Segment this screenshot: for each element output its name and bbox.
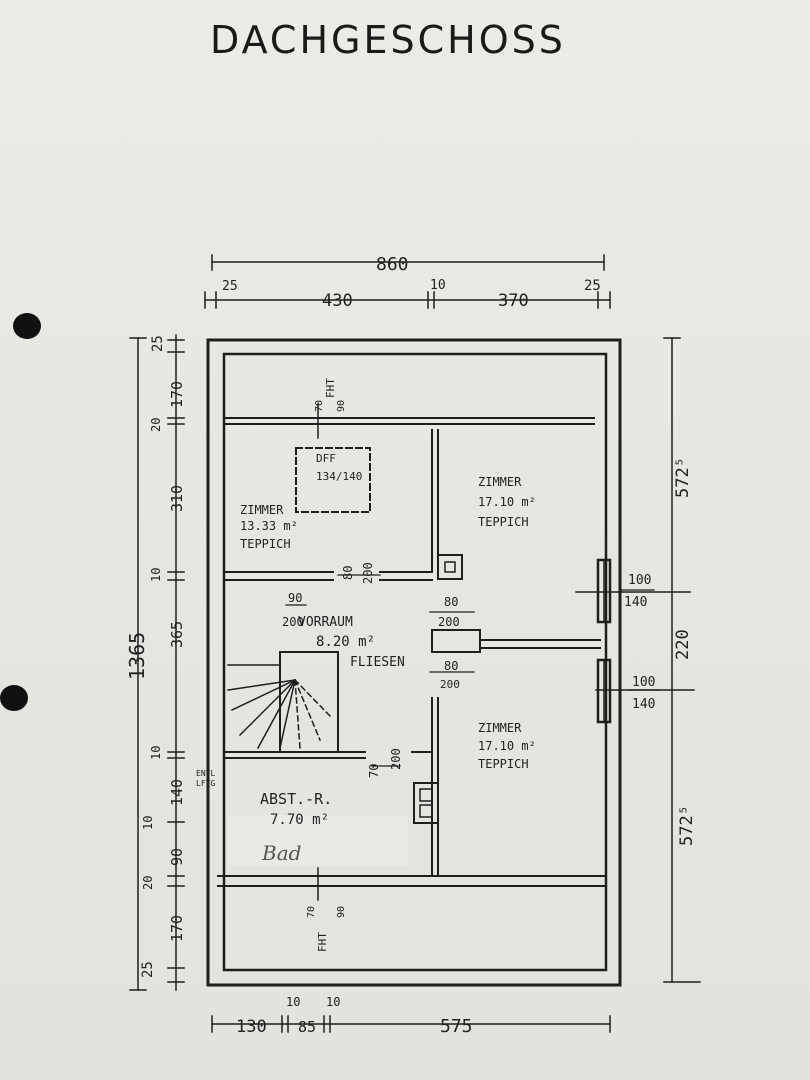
dim-right-middle: 220	[673, 629, 693, 660]
fht-bottom-width: 70	[306, 906, 317, 918]
chimney-lower-flue-1	[419, 788, 433, 802]
dim-top-wall: 10	[430, 278, 446, 293]
door-abst-width: 70	[367, 764, 381, 778]
dim-top-right-margin: 25	[584, 278, 601, 294]
window-upper-width: 100	[628, 573, 651, 588]
skylight-label: DFF	[316, 452, 336, 465]
dim-left-170-top: 170	[168, 381, 186, 408]
door-zr-bottom-height: 200	[440, 678, 460, 691]
room-zimmer-left-floor: TEPPICH	[240, 537, 291, 551]
dim-left-20-bottom: 20	[141, 876, 155, 890]
punch-hole-top	[13, 313, 41, 339]
inner-wall	[222, 352, 608, 972]
dim-left-365: 365	[168, 621, 186, 648]
dim-bottom-575: 575	[440, 1016, 473, 1037]
chimney-lower	[413, 782, 439, 824]
room-zimmer-right-top-floor: TEPPICH	[478, 515, 529, 529]
door-abst-height: 200	[389, 748, 403, 770]
dim-top-left-margin: 25	[222, 279, 238, 294]
window-lower-height: 140	[632, 697, 655, 712]
room-zimmer-right-top-name: ZIMMER	[478, 475, 522, 489]
skylight-dff	[295, 447, 371, 513]
dim-bottom-85: 85	[298, 1018, 316, 1036]
room-zimmer-left-name: ZIMMER	[240, 503, 284, 517]
dim-left-total: 1365	[125, 632, 149, 680]
dim-left-top-margin: 25	[150, 335, 166, 352]
fht-bottom-height: 90	[336, 906, 347, 918]
dim-right-lower: 572⁵	[677, 805, 697, 846]
room-zimmer-right-bottom-area: 17.10 m²	[478, 739, 536, 753]
chimney-lower-flue-2	[419, 804, 433, 818]
room-zimmer-right-bottom-name: ZIMMER	[478, 721, 522, 735]
dim-left-10-a: 10	[149, 568, 163, 582]
door-zr-top-height: 200	[438, 615, 460, 629]
door-zr-top-width: 80	[444, 595, 458, 609]
punch-hole-bottom	[0, 685, 28, 711]
fht-top-width: 70	[314, 400, 325, 412]
room-zimmer-right-top-area: 17.10 m²	[478, 495, 536, 509]
dim-top-right: 370	[498, 291, 529, 311]
dim-bottom-10-a: 10	[286, 995, 300, 1009]
room-vorraum-name: VORRAUM	[298, 615, 353, 630]
room-bad-label: Bad	[261, 841, 301, 865]
dim-left-90: 90	[168, 848, 186, 866]
skylight-size: 134/140	[316, 470, 362, 483]
fht-top-height: 90	[336, 400, 347, 412]
drawing-title: DACHGESCHOSS	[210, 18, 566, 62]
dim-bottom-130: 130	[236, 1017, 267, 1037]
door-zr-bottom-width: 80	[444, 659, 458, 673]
room-vorraum-floor: FLIESEN	[350, 655, 405, 670]
vent-label-lftg: LFTG	[196, 779, 215, 788]
whiteout-patch	[228, 815, 408, 865]
room-zimmer-left-area: 13.33 m²	[240, 519, 298, 533]
window-upper-height: 140	[624, 595, 647, 610]
door-zl-width: 80	[341, 566, 355, 580]
dim-left-20-top: 20	[149, 418, 163, 432]
door-vorraum-height: 200	[282, 615, 304, 629]
chimney-upper-flue	[444, 561, 456, 573]
chimney-upper	[437, 554, 463, 580]
dim-right-upper: 572⁵	[673, 457, 693, 498]
window-lower-width: 100	[632, 675, 655, 690]
dim-left-310: 310	[168, 485, 186, 512]
dim-left-140: 140	[168, 779, 186, 806]
dim-left-bottom-margin: 25	[140, 961, 156, 978]
fht-bottom-label: FHT	[316, 932, 329, 952]
dim-bottom-10-b: 10	[326, 995, 340, 1009]
dim-left-ticks	[167, 339, 185, 983]
outer-wall	[206, 338, 622, 987]
dim-left-170-bottom: 170	[168, 915, 186, 942]
dim-top-total: 860	[376, 254, 409, 275]
staircase	[227, 664, 334, 750]
dim-left-10-c: 10	[141, 816, 155, 830]
fht-top-label: FHT	[324, 378, 337, 398]
room-vorraum-area: 8.20 m²	[316, 634, 375, 650]
room-zimmer-right-bottom-floor: TEPPICH	[478, 757, 529, 771]
room-abst-area: 7.70 m²	[270, 812, 329, 828]
dim-top-left: 430	[322, 291, 353, 311]
door-zl-height: 200	[361, 562, 375, 584]
dim-left-10-b: 10	[149, 746, 163, 760]
door-vorraum-width: 90	[288, 591, 302, 605]
wall-stub-right	[431, 629, 481, 653]
room-abst-name: ABST.-R.	[260, 790, 332, 808]
vent-label-entl: ENTL	[196, 769, 215, 778]
